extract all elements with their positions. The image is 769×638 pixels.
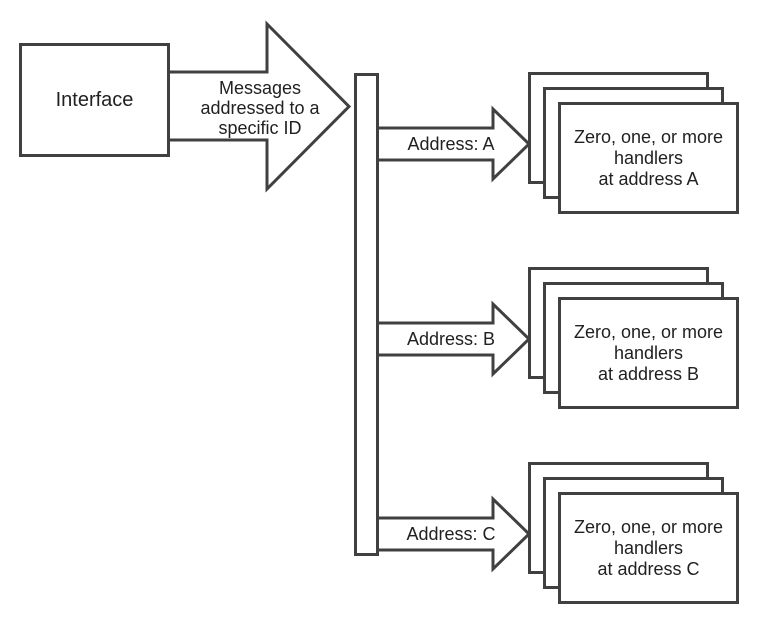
handler-card-front: Zero, one, or more handlers at address B — [558, 297, 739, 409]
interface-box: Interface — [19, 43, 170, 157]
address-arrow-a — [373, 105, 532, 183]
address-label-a: Address: A — [407, 134, 495, 154]
handlers-label-a: Zero, one, or more handlers at address A — [573, 126, 724, 189]
message-arrow — [166, 20, 352, 193]
address-arrow-c — [373, 495, 532, 573]
handlers-label-c: Zero, one, or more handlers at address C — [573, 516, 724, 579]
handler-stack-a: Zero, one, or more handlers at address A — [528, 72, 739, 214]
interface-label: Interface — [55, 88, 134, 111]
handlers-label-b: Zero, one, or more handlers at address B — [573, 321, 724, 384]
address-arrow-b — [373, 300, 532, 378]
event-bus-bar — [354, 73, 379, 556]
handler-stack-b: Zero, one, or more handlers at address B — [528, 267, 739, 409]
handler-card-front: Zero, one, or more handlers at address C — [558, 492, 739, 604]
address-label-c: Address: C — [406, 524, 496, 544]
address-label-b: Address: B — [406, 329, 496, 349]
handler-card-front: Zero, one, or more handlers at address A — [558, 102, 739, 214]
handler-stack-c: Zero, one, or more handlers at address C — [528, 462, 739, 604]
message-arrow-label: Messages addressed to a specific ID — [200, 77, 320, 138]
